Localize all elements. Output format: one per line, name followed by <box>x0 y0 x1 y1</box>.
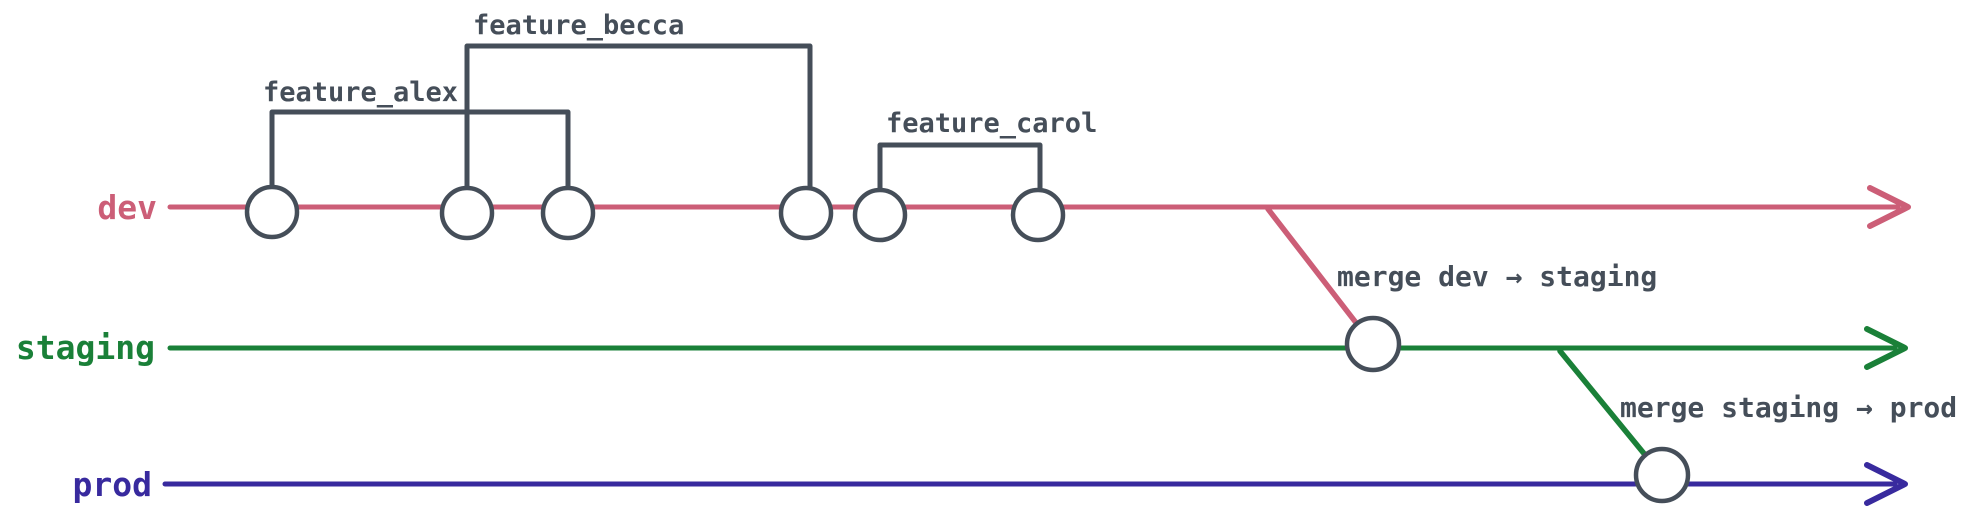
commit-node-dev-4 <box>778 185 834 241</box>
merge-line-staging-to-prod <box>1557 348 1649 459</box>
staging-arrowhead-icon <box>1864 326 1908 370</box>
feature-bracket-becca <box>464 43 813 192</box>
commit-node-dev-1 <box>244 184 300 240</box>
merge-commit-node-staging <box>1344 315 1402 373</box>
branch-label-dev: dev <box>97 188 157 227</box>
merge-line-dev-to-staging <box>1265 206 1360 327</box>
commit-node-dev-5 <box>852 187 908 243</box>
commit-node-dev-3 <box>540 185 596 241</box>
feature-label-alex: feature_alex <box>263 77 458 108</box>
prod-arrowhead-icon <box>1864 462 1908 506</box>
commit-node-dev-6 <box>1010 187 1066 243</box>
dev-arrowhead-icon <box>1867 185 1911 229</box>
merge-label-dev-to-staging: merge dev → staging <box>1337 260 1657 293</box>
feature-bracket-alex <box>269 109 571 192</box>
merge-label-staging-to-prod: merge staging → prod <box>1620 391 1957 424</box>
feature-label-carol: feature_carol <box>886 108 1097 139</box>
branch-label-prod: prod <box>73 465 152 504</box>
feature-bracket-carol <box>877 142 1043 194</box>
feature-label-becca: feature_becca <box>473 10 684 41</box>
commit-node-dev-2 <box>439 185 495 241</box>
merge-commit-node-prod <box>1633 446 1691 504</box>
branch-label-staging: staging <box>16 328 155 367</box>
